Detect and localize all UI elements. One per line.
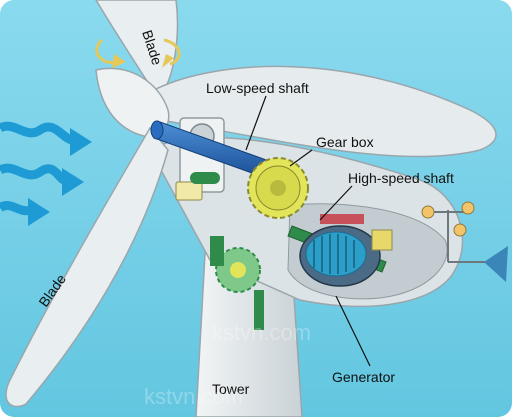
high-speed-shaft-label: High-speed shaft — [348, 170, 454, 186]
leader-lines — [245, 95, 371, 367]
generator-label: Generator — [332, 369, 395, 385]
wind-arrows-icon — [0, 121, 92, 226]
rotation-arrows-icon — [95, 38, 181, 68]
wind-vane-icon — [448, 246, 508, 282]
low-speed-shaft-label: Low-speed shaft — [206, 80, 309, 96]
blade-right — [149, 65, 497, 158]
watermark-2: kstvn.com — [144, 384, 243, 409]
tower-label: Tower — [212, 381, 250, 397]
generator — [299, 214, 393, 287]
brake — [175, 172, 220, 201]
gear-box-label: Gear box — [316, 134, 374, 150]
watermark-1: kstvn.com — [212, 320, 311, 345]
anemometer-icon — [421, 201, 475, 262]
blade-bottom — [5, 126, 169, 408]
yaw-gears — [210, 236, 264, 330]
gear-box — [247, 157, 309, 219]
